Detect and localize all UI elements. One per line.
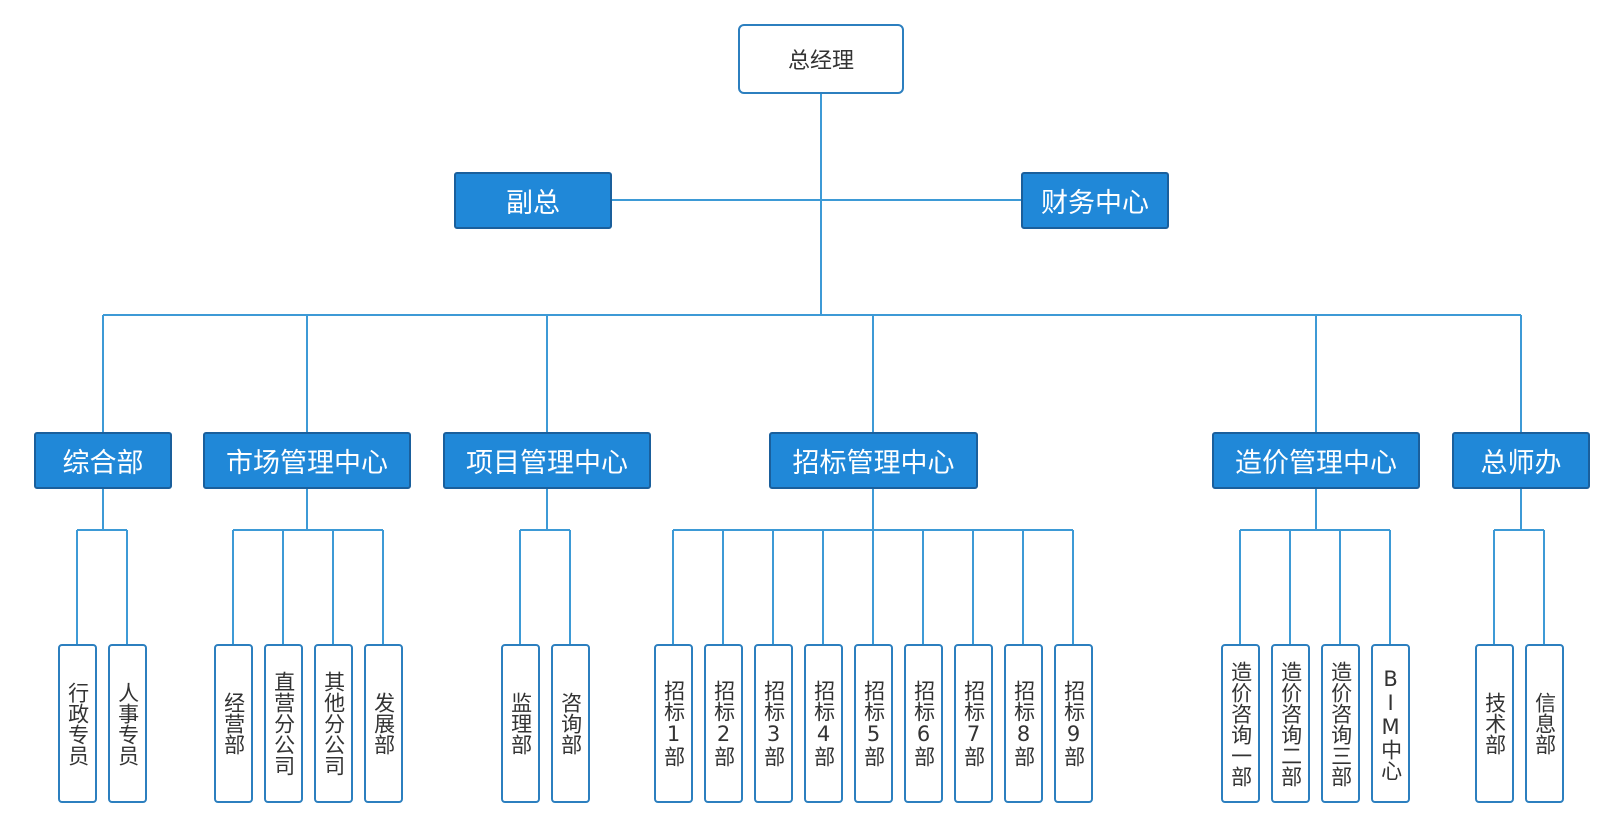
department-node: 造价管理中心 — [1212, 432, 1420, 489]
leaf-node: 技术部 — [1475, 644, 1514, 803]
leaf-node: 监理部 — [501, 644, 540, 803]
deputy-node: 副总 — [454, 172, 612, 229]
leaf-node: 发展部 — [364, 644, 403, 803]
leaf-node: 人事专员 — [108, 644, 147, 803]
leaf-node: 招标9部 — [1054, 644, 1093, 803]
leaf-node: 招标6部 — [904, 644, 943, 803]
department-node: 招标管理中心 — [769, 432, 978, 489]
leaf-node: BIM中心 — [1371, 644, 1410, 803]
leaf-node: 其他分公司 — [314, 644, 353, 803]
finance-node: 财务中心 — [1021, 172, 1169, 229]
department-node: 市场管理中心 — [203, 432, 411, 489]
leaf-node: 招标7部 — [954, 644, 993, 803]
leaf-node: 行政专员 — [58, 644, 97, 803]
leaf-node: 招标2部 — [704, 644, 743, 803]
leaf-node: 信息部 — [1525, 644, 1564, 803]
leaf-node: 造价咨询二部 — [1271, 644, 1310, 803]
root-node: 总经理 — [738, 24, 904, 94]
leaf-node: 咨询部 — [551, 644, 590, 803]
leaf-node: 造价咨询三部 — [1321, 644, 1360, 803]
leaf-node: 招标1部 — [654, 644, 693, 803]
leaf-node: 招标3部 — [754, 644, 793, 803]
leaf-node: 招标5部 — [854, 644, 893, 803]
department-node: 总师办 — [1452, 432, 1590, 489]
leaf-node: 直营分公司 — [264, 644, 303, 803]
leaf-node: 造价咨询一部 — [1221, 644, 1260, 803]
leaf-node: 招标4部 — [804, 644, 843, 803]
department-node: 综合部 — [34, 432, 172, 489]
leaf-node: 招标8部 — [1004, 644, 1043, 803]
leaf-node: 经营部 — [214, 644, 253, 803]
department-node: 项目管理中心 — [443, 432, 651, 489]
